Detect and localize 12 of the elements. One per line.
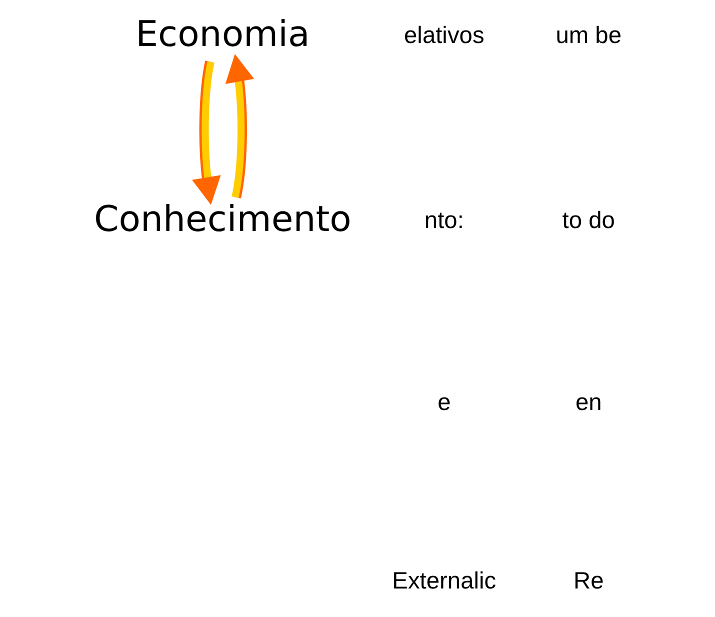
node-text: Economia [135,14,310,56]
label: to do [562,208,614,234]
label: en [574,390,602,416]
label: nto: [424,208,464,234]
arrow [192,60,220,205]
label: Re [573,568,604,595]
label: e [437,390,450,416]
node-text: Conhecimento [94,198,351,240]
label: elativos [404,23,484,50]
arrow [224,54,254,198]
label: um be [555,23,622,50]
label: Externalic [392,568,496,595]
